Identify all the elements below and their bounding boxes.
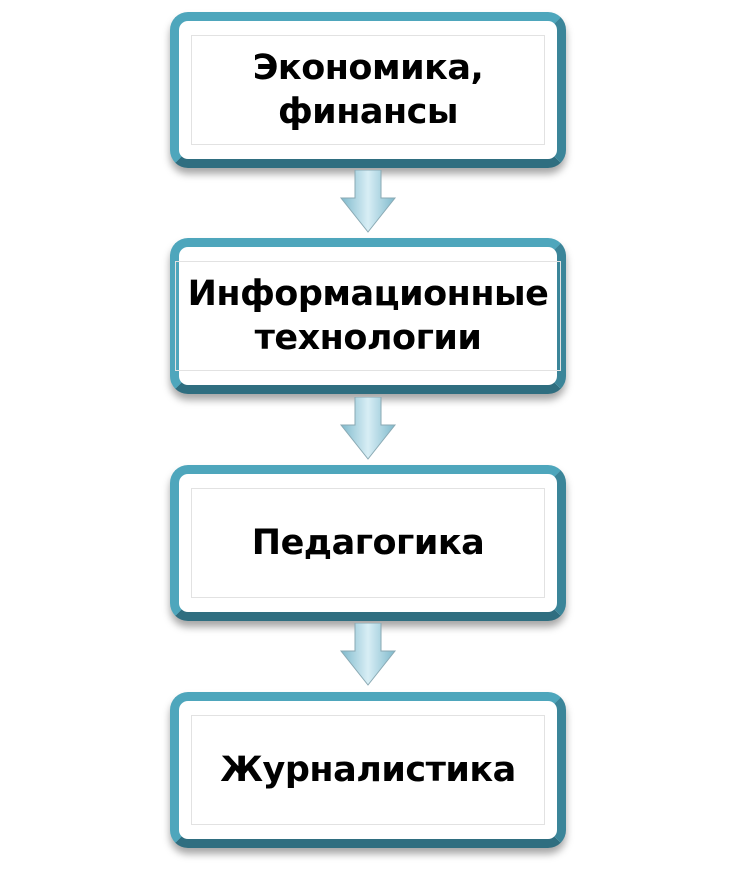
- down-arrow-icon: [339, 397, 397, 460]
- step-label: Экономика, финансы: [191, 35, 545, 145]
- step-label: Педагогика: [191, 488, 545, 598]
- step-label: Информационные технологии: [175, 261, 561, 371]
- step-box-economics: Экономика, финансы: [170, 12, 566, 168]
- step-box-it: Информационные технологии: [170, 238, 566, 394]
- step-label: Журналистика: [191, 715, 545, 825]
- down-arrow-icon: [339, 170, 397, 233]
- step-box-pedagogy: Педагогика: [170, 465, 566, 621]
- step-box-journalism: Журналистика: [170, 692, 566, 848]
- down-arrow-icon: [339, 623, 397, 686]
